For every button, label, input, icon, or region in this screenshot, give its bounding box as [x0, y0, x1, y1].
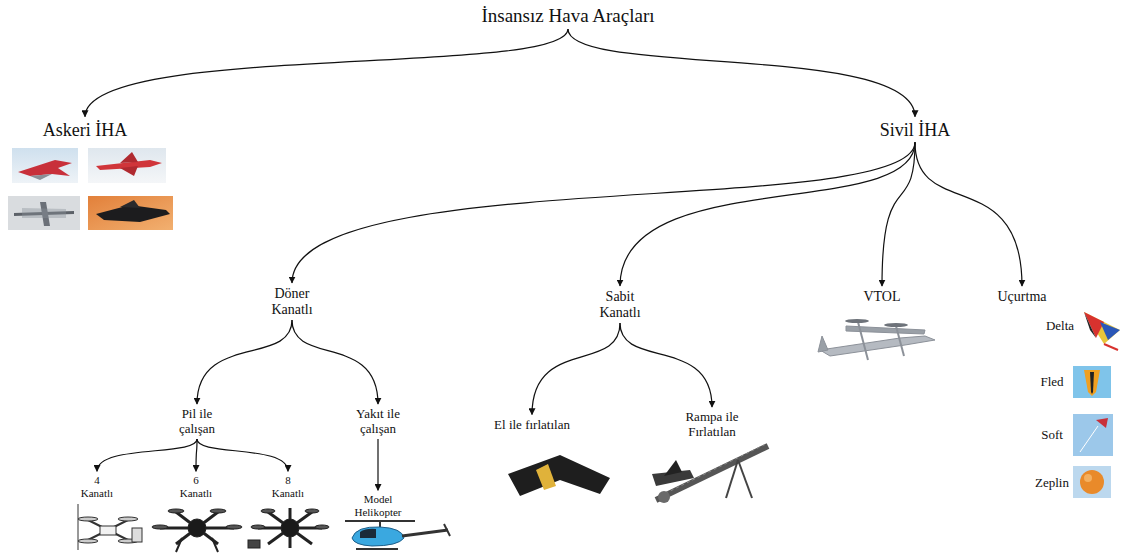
tree-connector — [568, 29, 915, 117]
model-helicopter — [345, 521, 450, 549]
tree-connector — [196, 439, 197, 471]
tree-connector — [377, 439, 378, 490]
kite-type-label: Delta — [1046, 319, 1074, 334]
node-label: El ile fırlatılan — [492, 418, 572, 433]
soft-kite — [1073, 414, 1113, 456]
tree-node: Model Helikopter — [342, 491, 414, 520]
node-label: Model Helikopter — [345, 493, 411, 518]
vtol-drone — [818, 319, 935, 360]
kite-type-label: Zeplin — [1035, 476, 1069, 491]
launch-ramp — [652, 444, 768, 503]
tree-node: Askeri İHA — [10, 118, 160, 143]
zeppelin-kite — [1073, 466, 1111, 498]
tree-node: 4 Kanatlı — [76, 472, 118, 501]
node-label: VTOL — [850, 289, 914, 305]
tree-node: Uçurtma — [980, 287, 1064, 307]
node-label: 4 Kanatlı — [79, 474, 115, 499]
tree-node: İnsansız Hava Araçları — [428, 3, 708, 29]
tree-node: 8 Kanatlı — [267, 472, 309, 501]
tree-node: El ile fırlatılan — [489, 416, 575, 435]
kite-type-label: Soft — [1041, 428, 1063, 443]
military-uav-photo — [8, 196, 80, 230]
tree-node: Sabit Kanatlı — [584, 287, 656, 323]
fled-kite — [1073, 366, 1111, 398]
node-label: 6 Kanatlı — [178, 474, 214, 499]
tree-connector — [292, 142, 915, 283]
tree-node: Yakıt ile çalışan — [336, 405, 420, 439]
tree-node: Rampa ile Fırlatılan — [667, 408, 757, 442]
military-uav-photo — [88, 196, 173, 230]
tree-node: Pil ile çalışan — [161, 405, 233, 439]
tree-connector — [620, 142, 915, 286]
tree-connector — [197, 439, 288, 471]
flying-wing — [508, 455, 610, 496]
tree-connector — [620, 323, 712, 407]
tree-connector — [292, 320, 378, 404]
node-label: Askeri İHA — [13, 120, 157, 141]
node-label: Pil ile çalışan — [164, 407, 230, 437]
node-label: 8 Kanatlı — [270, 474, 306, 499]
tree-node: VTOL — [847, 287, 917, 307]
octocopter — [248, 508, 329, 548]
node-label: Rampa ile Fırlatılan — [670, 410, 754, 440]
tree-node: 6 Kanatlı — [175, 472, 217, 501]
node-label: İnsansız Hava Araçları — [431, 5, 705, 27]
node-label: Sabit Kanatlı — [587, 289, 653, 321]
tree-connector — [97, 439, 197, 471]
military-uav-photo — [88, 148, 166, 183]
tree-node: Sivil İHA — [850, 118, 980, 143]
quadcopter — [78, 504, 142, 550]
tree-connector — [85, 29, 568, 117]
tree-connector — [882, 142, 915, 286]
node-label: Sivil İHA — [853, 120, 977, 141]
node-label: Uçurtma — [983, 289, 1061, 305]
kite-type-label: Fled — [1040, 375, 1063, 390]
tree-connector — [532, 323, 620, 414]
military-uav-photo — [12, 148, 78, 183]
node-label: Döner Kanatlı — [260, 286, 324, 318]
node-label: Yakıt ile çalışan — [339, 407, 417, 437]
delta-kite — [1084, 312, 1120, 350]
tree-connector — [197, 320, 292, 404]
tree-connector — [915, 142, 1022, 286]
tree-node: Döner Kanatlı — [257, 284, 327, 320]
hexacopter — [152, 509, 242, 552]
